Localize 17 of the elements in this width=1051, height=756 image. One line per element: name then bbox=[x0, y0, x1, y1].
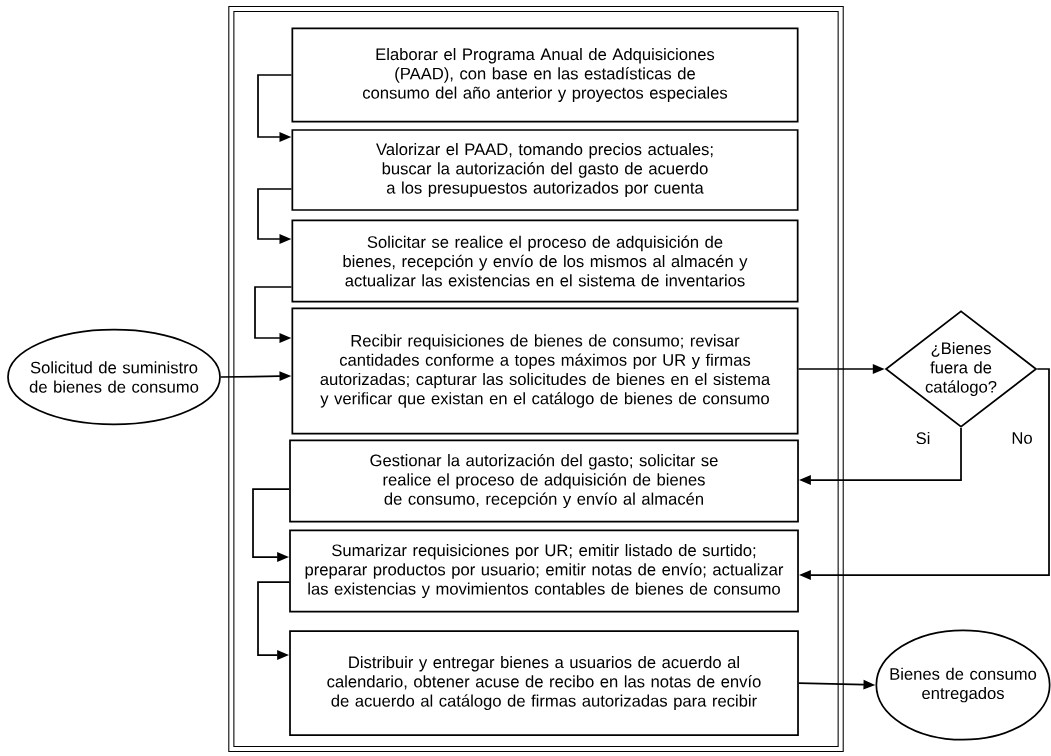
terminal-oval: Solicitud de suministro de bienes de consumo bbox=[7, 328, 221, 426]
arrow bbox=[257, 74, 293, 142]
arrow bbox=[252, 488, 290, 562]
arrow bbox=[257, 188, 293, 244]
process-box: Distribuir y entregar bienes a usuarios de acuerdo al calendario, obtener acuse de recibo en las notas de envío de acuerdo al catálogo de firmas autorizadas para recibir bbox=[289, 630, 799, 736]
swimlane-frame bbox=[228, 5, 844, 753]
process-box: Sumarizar requisiciones por UR; emitir listado de surtido; preparar productos por usuario; emitir notas de envío; actualizar las existencias y movimientos contables de bienes de consumo bbox=[289, 529, 799, 613]
terminal-oval: Bienes de consumo entregados bbox=[875, 629, 1051, 741]
edge-label: Si bbox=[914, 430, 932, 446]
arrow bbox=[257, 581, 290, 660]
edge-label: No bbox=[1010, 430, 1034, 446]
process-box: Valorizar el PAAD, tomando precios actuales; buscar la autorización del gasto de acuerdo a los presupuestos autorizados por cuenta bbox=[291, 129, 799, 211]
process-box: Recibir requisiciones de bienes de consumo; revisar cantidades conforme a topes máximos por UR y firmas autorizadas; capturar las solicitudes de bienes en el sistema y verificar que existan en el catálogo de bienes de consumo bbox=[291, 307, 799, 435]
arrow bbox=[254, 286, 293, 343]
process-box: Elaborar el Programa Anual de Adquisiciones (PAAD), con base en las estadísticas de consumo del año anterior y proyectos especiales bbox=[291, 27, 799, 123]
process-box: Gestionar la autorización del gasto; solicitar se realice el proceso de adquisición de bienes de consumo, recepción y envío al almacén bbox=[289, 439, 799, 523]
process-box: Solicitar se realice el proceso de adquisición de bienes, recepción y envío de los mismos al almacén y actualizar las existencias en el sistema de inventarios bbox=[291, 219, 799, 303]
